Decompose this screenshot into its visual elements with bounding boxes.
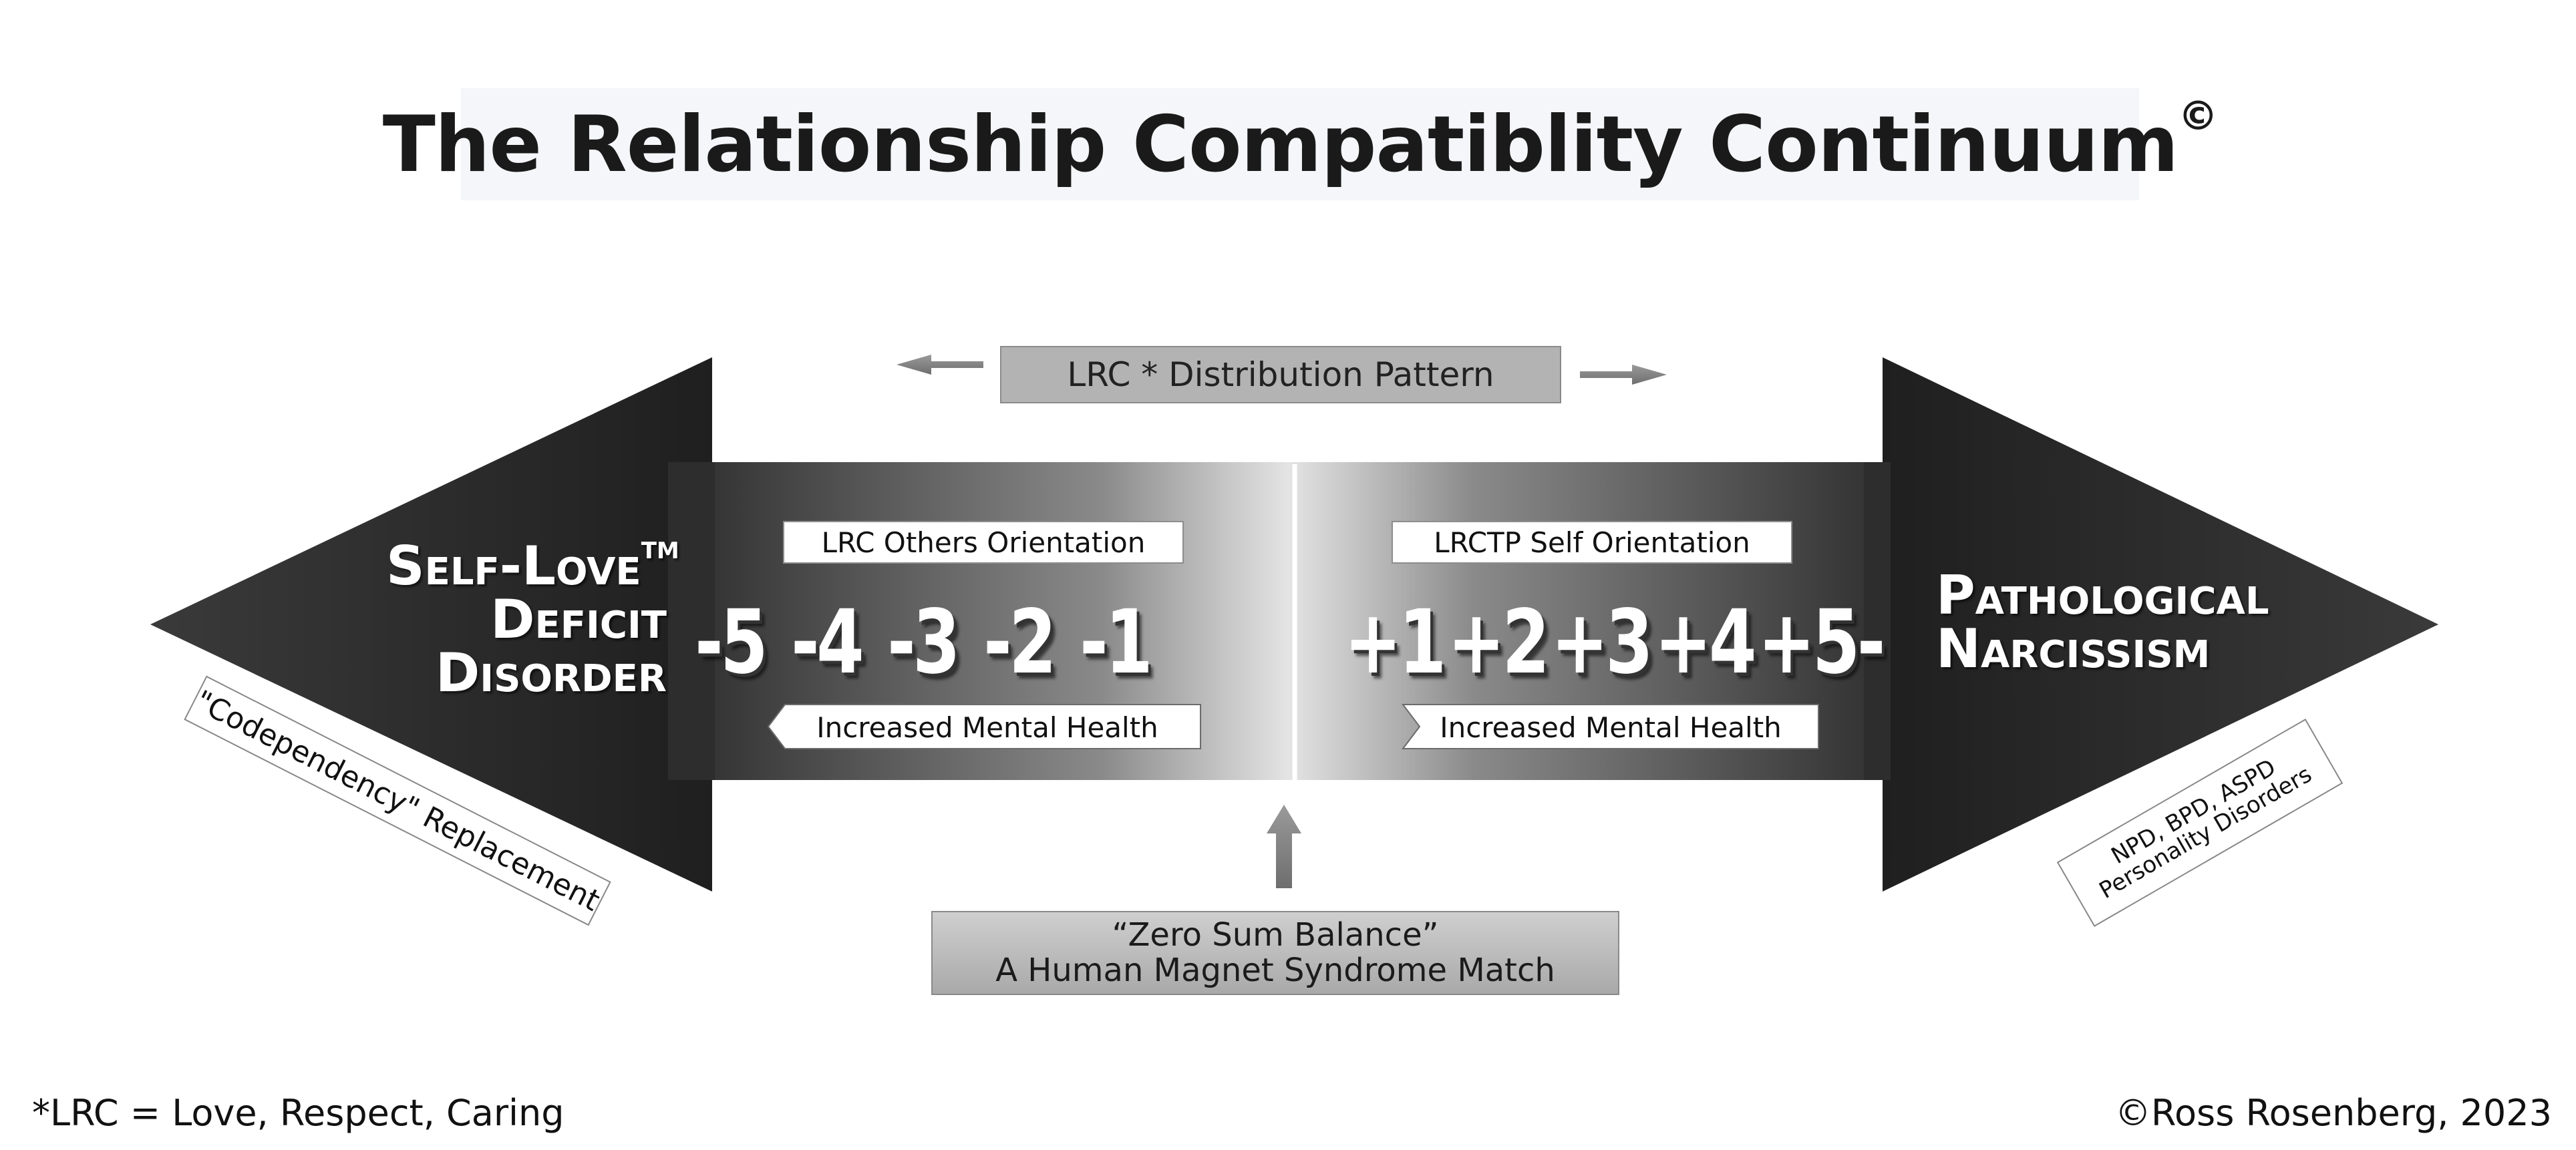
left-arrow-head xyxy=(150,357,712,892)
pathological-narcissism-label: Pathological Narcissism xyxy=(1936,564,2269,680)
scale-minus-2: -2 xyxy=(983,591,1057,694)
self-love-deficit-disorder-label: Self-LoveTM Deficit Disorder xyxy=(386,535,679,704)
left-scale-numbers: -5 -4 -3 -2 -1 xyxy=(695,589,1176,696)
scale-plus-3: +3 xyxy=(1551,591,1653,694)
left-health-text: Increased Mental Health xyxy=(816,711,1158,744)
up-arrow-icon xyxy=(1267,805,1301,888)
right-scale-numbers: +1 +2 +3 +4 +5- xyxy=(1344,589,1909,696)
scale-minus-4: -4 xyxy=(791,591,864,694)
distribution-pattern-box: LRC * Distribution Pattern xyxy=(1000,346,1561,403)
lrc-footnote: *LRC = Love, Respect, Caring xyxy=(32,1092,565,1134)
scale-minus-1: -1 xyxy=(1080,591,1153,694)
scale-plus-2: +2 xyxy=(1447,591,1550,694)
scale-plus-1: +1 xyxy=(1344,591,1446,694)
scale-plus-5: +5- xyxy=(1758,591,1885,694)
left-health-banner xyxy=(767,704,1201,749)
left-orientation-box: LRC Others Orientation xyxy=(783,521,1184,564)
scale-minus-5: -5 xyxy=(695,591,768,694)
title-banner: The Relationship Compatiblity Continuum© xyxy=(383,88,2218,200)
scale-plus-4: +4 xyxy=(1654,591,1756,694)
right-orientation-box: LRCTP Self Orientation xyxy=(1392,521,1792,564)
scale-minus-3: -3 xyxy=(887,591,961,694)
right-arrow-head xyxy=(1883,357,2438,892)
distribution-left-arrow-icon xyxy=(897,355,983,375)
distribution-right-arrow-icon xyxy=(1580,365,1667,385)
zero-sum-balance-box: “Zero Sum Balance” A Human Magnet Syndro… xyxy=(931,911,1619,995)
right-health-text: Increased Mental Health xyxy=(1440,711,1782,744)
zero-sum-line1: “Zero Sum Balance” xyxy=(1112,916,1439,954)
copyright-mark: © xyxy=(2178,92,2218,140)
zero-sum-line2: A Human Magnet Syndrome Match xyxy=(995,952,1555,989)
page-title: The Relationship Compatiblity Continuum© xyxy=(382,92,2219,190)
copyright-credit: ©Ross Rosenberg, 2023 xyxy=(2114,1092,2552,1134)
right-health-banner xyxy=(1401,704,1819,749)
